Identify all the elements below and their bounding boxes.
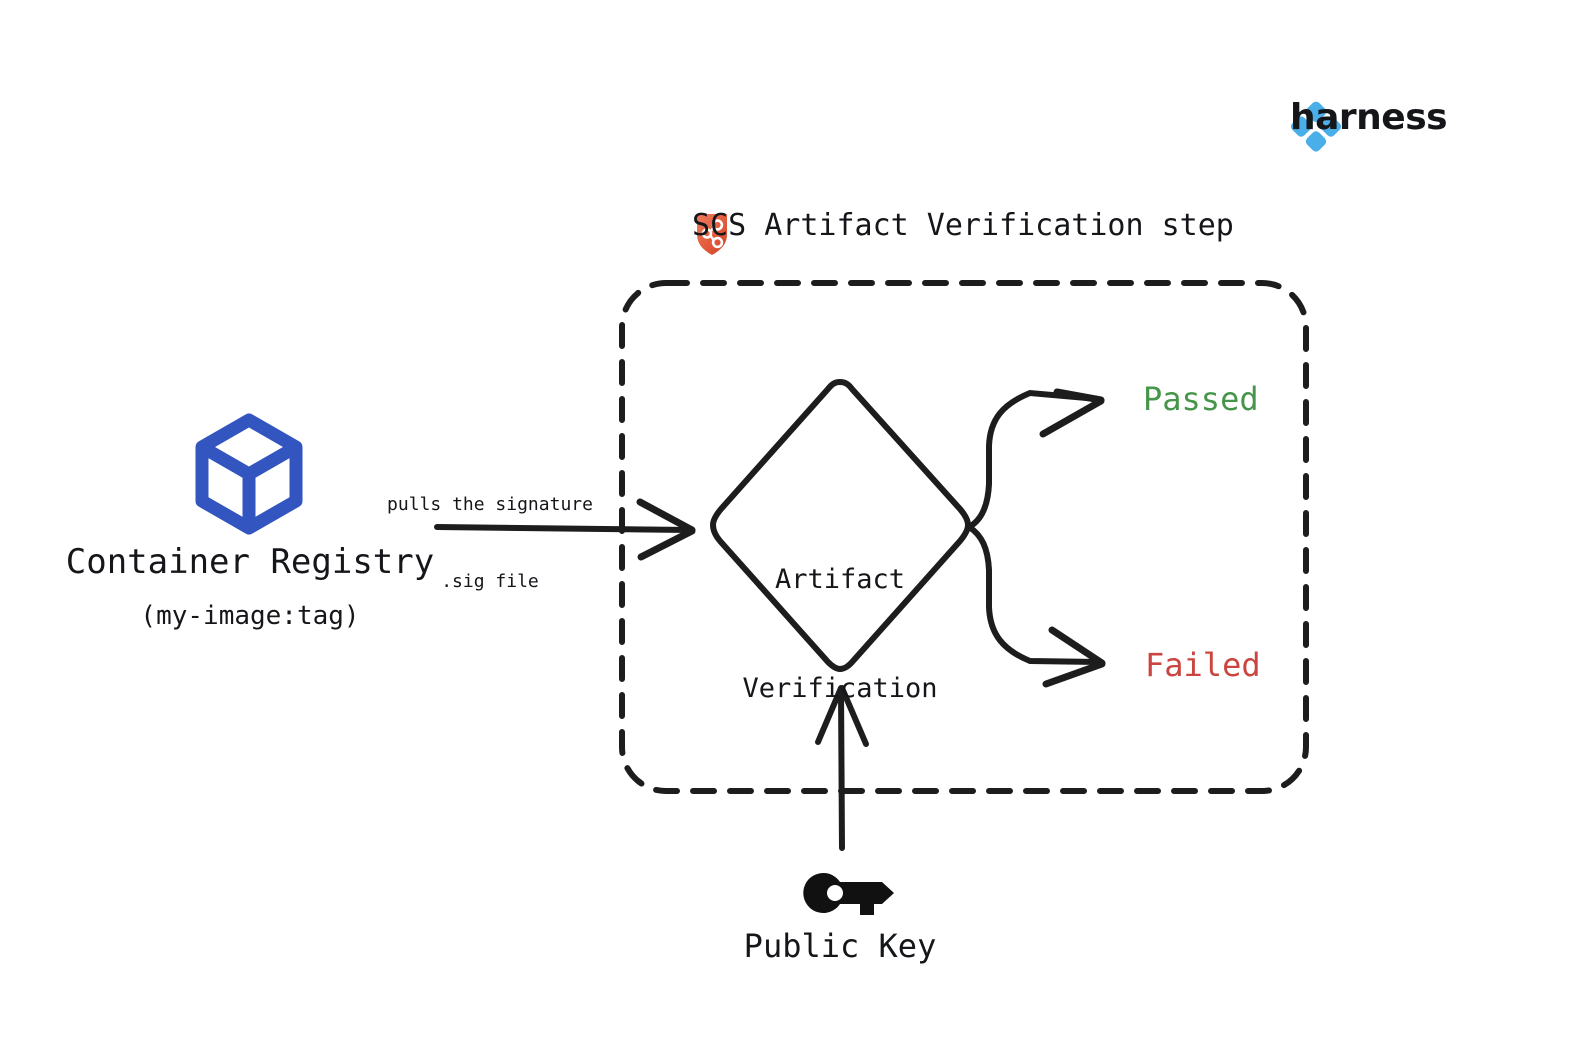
scs-shield-icon: [697, 214, 727, 255]
public-key-label: Public Key: [743, 927, 937, 965]
key-icon: [803, 873, 894, 915]
decision-node-label-line2: Verification: [742, 672, 938, 704]
scs-step-boundary: [619, 280, 1309, 794]
edge-registry-label-line2: .sig file: [441, 570, 539, 592]
outcome-failed-label: Failed: [1145, 646, 1261, 684]
container-registry-label: Container Registry: [65, 542, 435, 582]
container-cube-icon: [195, 413, 303, 535]
step-title: SCS Artifact Verification step: [692, 211, 1234, 241]
decision-diamond: [710, 379, 971, 672]
edge-key-to-decision: [815, 685, 869, 851]
step-title-label: SCS Artifact Verification step: [692, 208, 1234, 243]
edge-registry-label: pulls the signature .sig file: [370, 441, 610, 645]
brand-lockup: harness: [1290, 97, 1448, 138]
brand-name: harness: [1290, 97, 1448, 138]
harness-diamond-logo: [1290, 101, 1342, 152]
decision-node-label-line1: Artifact: [774, 564, 906, 596]
container-registry-sublabel: (my-image:tag): [140, 601, 360, 631]
outcome-passed-label: Passed: [1143, 380, 1259, 418]
edge-registry-to-decision: [434, 498, 696, 561]
decision-node-label: Artifact Verification: [700, 490, 980, 779]
edge-decision-to-passed: [966, 388, 1105, 530]
edge-decision-to-failed: [966, 524, 1106, 688]
edge-registry-label-line1: pulls the signature: [387, 494, 593, 516]
